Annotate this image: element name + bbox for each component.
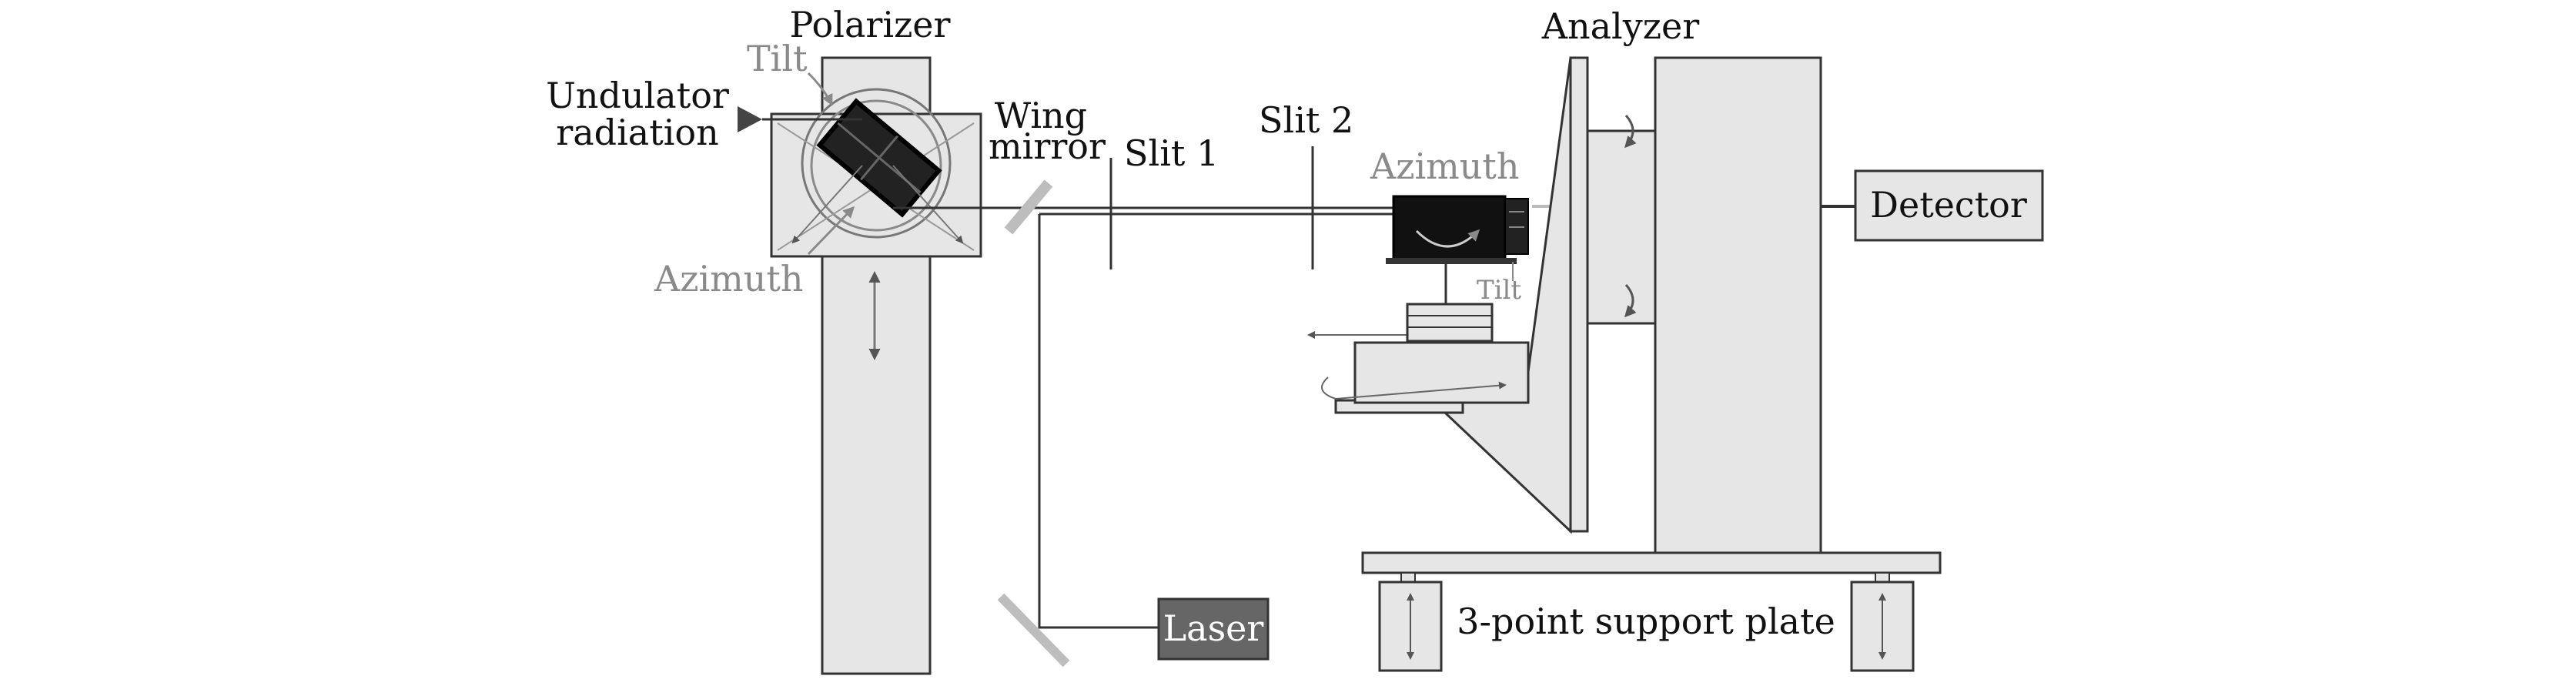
support-leg-right-connector (1875, 572, 1890, 583)
analyzer-vertical-plate (1569, 56, 1589, 533)
slit-1-label: Slit 1 (1124, 132, 1219, 174)
azimuth-arrow-icon (1415, 229, 1480, 248)
support-plate (1361, 551, 1942, 574)
undulator-beam-arrow-icon (738, 106, 762, 132)
rotation-arrow-icon (1321, 376, 1507, 400)
slit-2-label: Slit 2 (1259, 99, 1353, 141)
wing-mirror (1004, 179, 1053, 235)
analyzer-rotation-cylinder (1584, 129, 1657, 325)
tilt-label-analyzer: Tilt (1477, 275, 1521, 306)
polarizer-assembly (770, 56, 982, 675)
tilt-label-polarizer: Tilt (747, 38, 808, 79)
tilt-arrow-icon (807, 72, 833, 106)
laser-label: Laser (1163, 607, 1264, 649)
wing-label-line2: mirror (989, 125, 1106, 167)
polarizer-azimuth-ring (810, 99, 942, 232)
undulator-label-line2: radiation (556, 112, 719, 153)
laser-beam-path (1038, 214, 1159, 629)
azimuth-arrow-icon (807, 206, 855, 256)
analyzer-label: Analyzer (1541, 5, 1699, 47)
corner-arrow-icon (892, 165, 964, 244)
laser-box (1157, 597, 1270, 661)
detector-label: Detector (1870, 184, 2027, 226)
wing-label-line1: Wing (995, 95, 1087, 136)
support-plate-label: 3-point support plate (1457, 601, 1835, 642)
azimuth-label-polarizer: Azimuth (654, 258, 804, 299)
detector-box (1854, 169, 2044, 242)
analyzer-crystal-base (1386, 258, 1517, 264)
analyzer-assembly (1307, 56, 1822, 556)
analyzer-stack-stage (1406, 303, 1494, 343)
laser-mirror (997, 593, 1070, 668)
undulator-label-line1: Undulator (546, 75, 729, 116)
polarizer-label: Polarizer (789, 4, 950, 45)
support-leg-left-connector (1400, 572, 1416, 583)
analyzer-stage-base (1353, 341, 1530, 404)
rotation-arrow-icon (1624, 283, 1637, 318)
polarizer-rotation-disc (801, 88, 952, 239)
corner-arrow-icon (791, 165, 863, 244)
azimuth-label-analyzer: Azimuth (1370, 146, 1520, 187)
analyzer-crystal-block (1392, 195, 1507, 261)
analyzer-back-panel (1654, 56, 1822, 556)
rotation-arrow-icon (1624, 114, 1637, 149)
